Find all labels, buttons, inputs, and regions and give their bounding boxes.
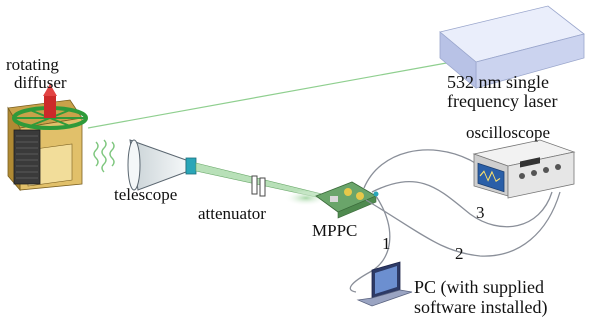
laser-source (439, 5, 585, 89)
attenuator (251, 175, 266, 197)
label-laser-line2: frequency laser (447, 91, 557, 111)
label-attenuator: attenuator (198, 204, 266, 223)
label-pc-line2: software installed) (414, 297, 547, 318)
cable-to-oscilloscope-2 (365, 191, 561, 257)
label-cable-2: 2 (455, 244, 464, 263)
label-diffuser: diffuser (14, 73, 67, 92)
telescope (127, 139, 197, 191)
rotating-diffuser (7, 84, 88, 192)
pc-laptop (356, 261, 413, 307)
scattered-light-waves (93, 139, 115, 173)
label-mppc: MPPC (312, 221, 357, 240)
laser-beam (87, 61, 453, 129)
oscilloscope (472, 139, 576, 199)
label-rotating: rotating (6, 55, 59, 74)
label-telescope: telescope (114, 185, 177, 204)
light-speckle (284, 190, 328, 206)
label-laser-line1: 532 nm single (447, 72, 549, 92)
cable-to-oscilloscope-3b (371, 181, 553, 228)
label-oscilloscope: oscilloscope (466, 123, 550, 142)
label-cable-1: 1 (382, 234, 391, 253)
cable-to-pc-1 (349, 195, 391, 293)
label-pc-line1: PC (with supplied (414, 277, 544, 298)
label-cable-3: 3 (476, 203, 485, 222)
